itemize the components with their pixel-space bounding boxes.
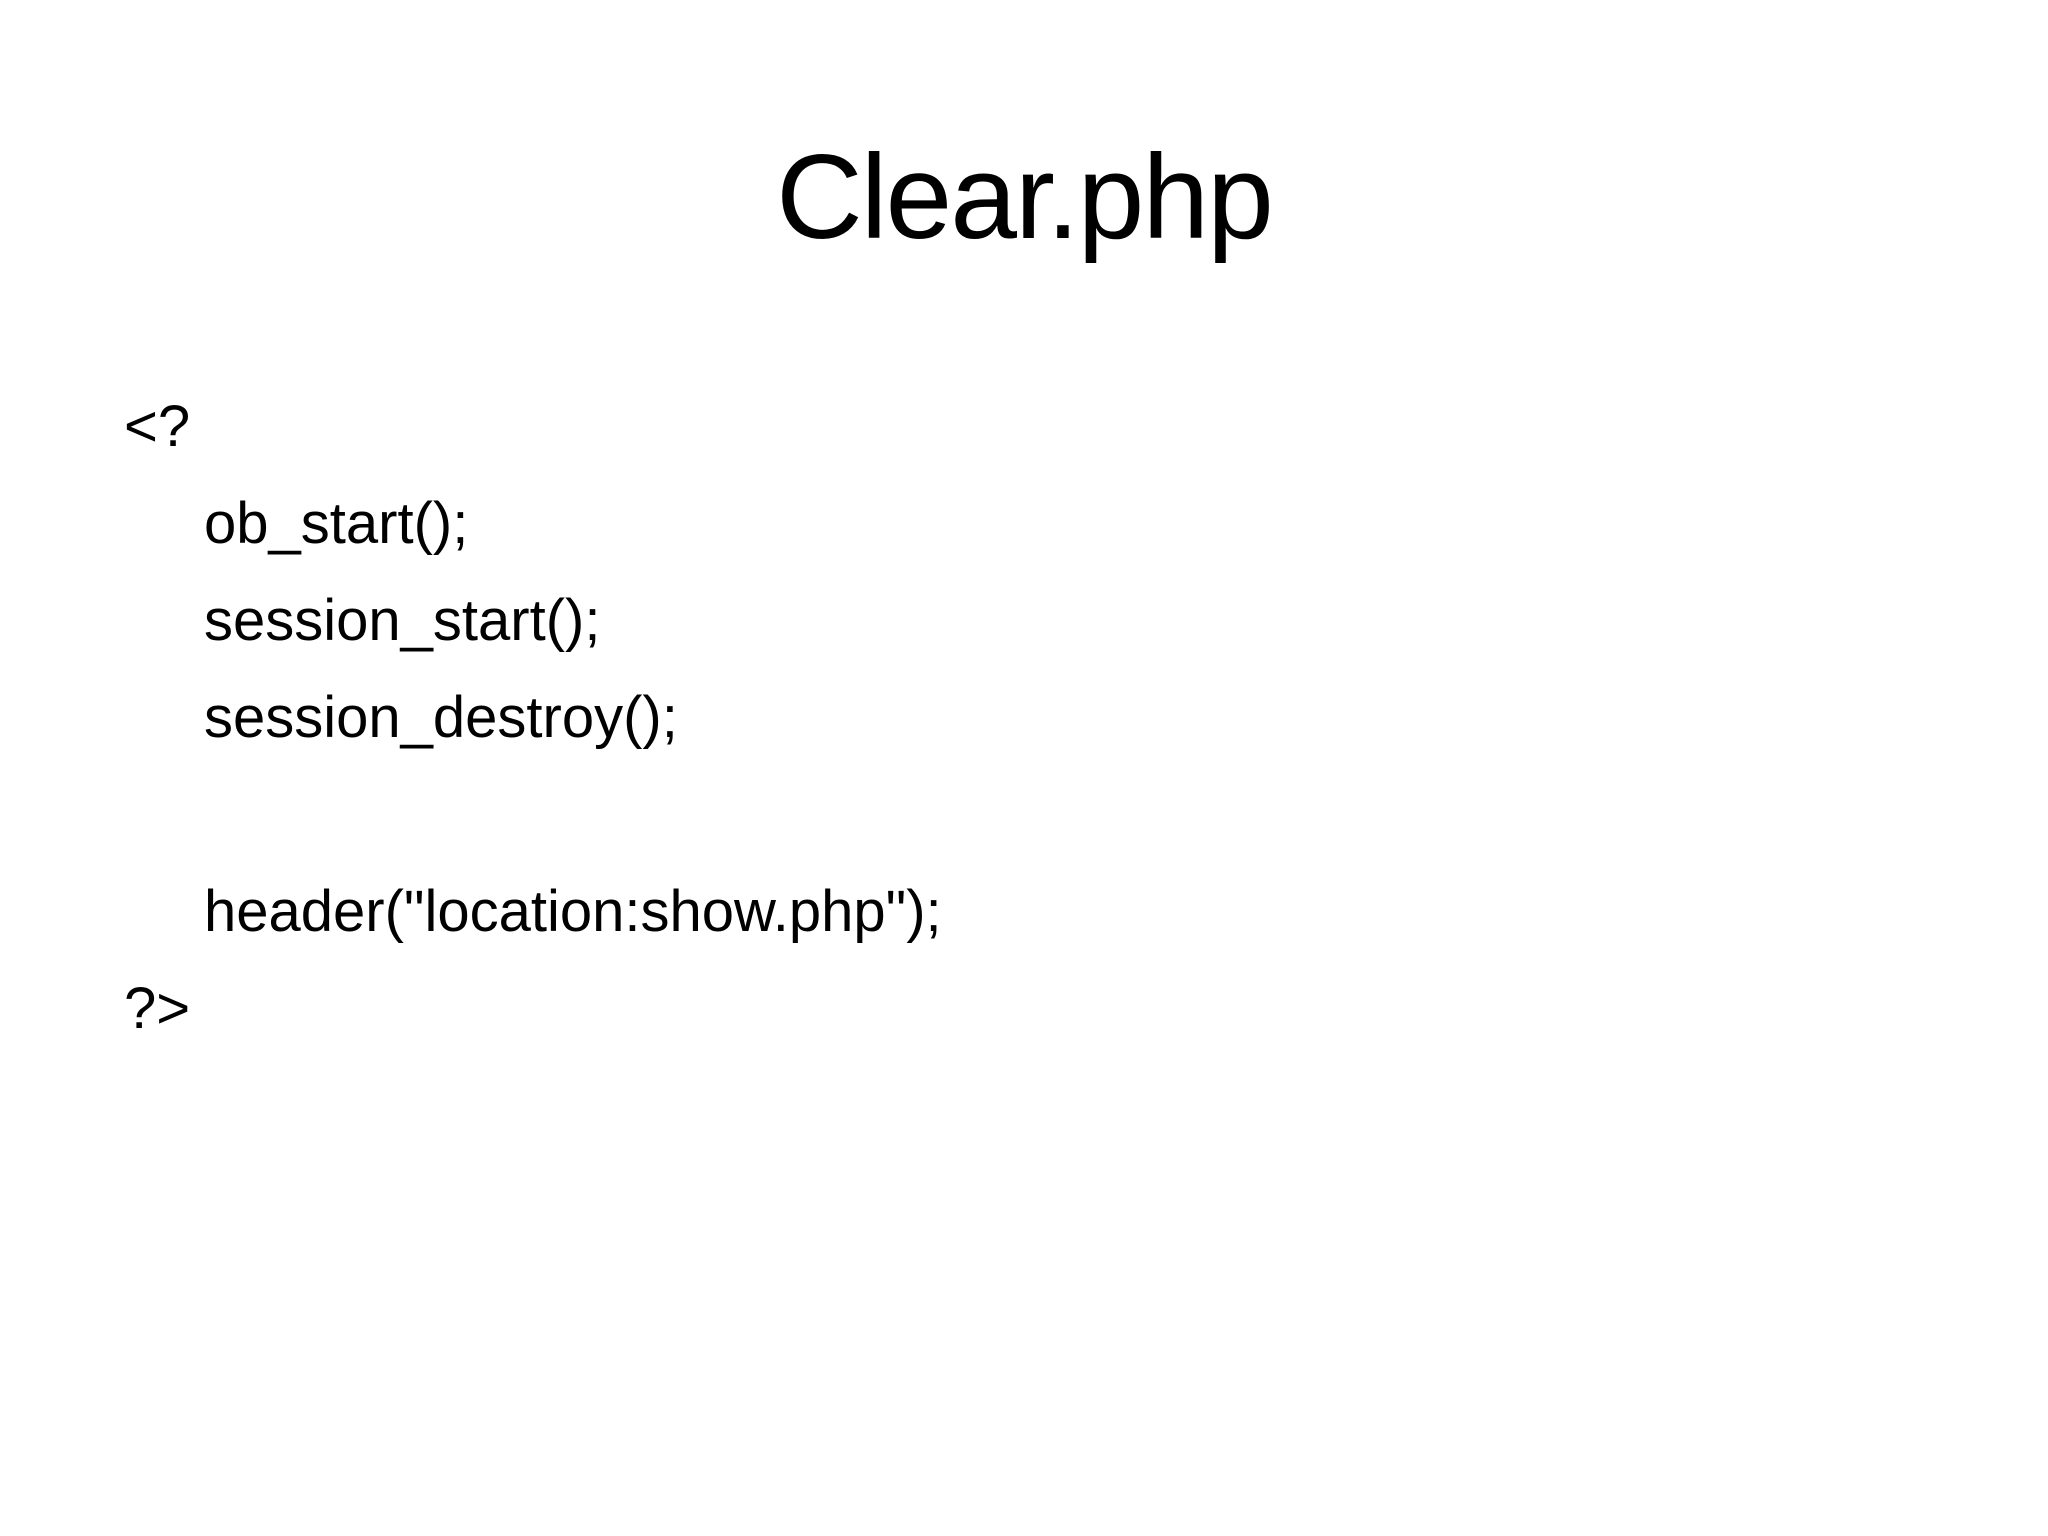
code-line: session_destroy(); [204,685,678,750]
code-line: ob_start(); [204,491,469,556]
code-line: session_start(); [204,588,601,653]
code-line: ?> [124,976,191,1041]
code-line: <? [124,394,191,459]
code-line [124,766,1988,863]
slide-title: Clear.php [776,130,1274,264]
code-line: header("location:show.php"); [204,879,942,944]
code-block: <? ob_start(); session_start(); session_… [124,378,1988,1057]
